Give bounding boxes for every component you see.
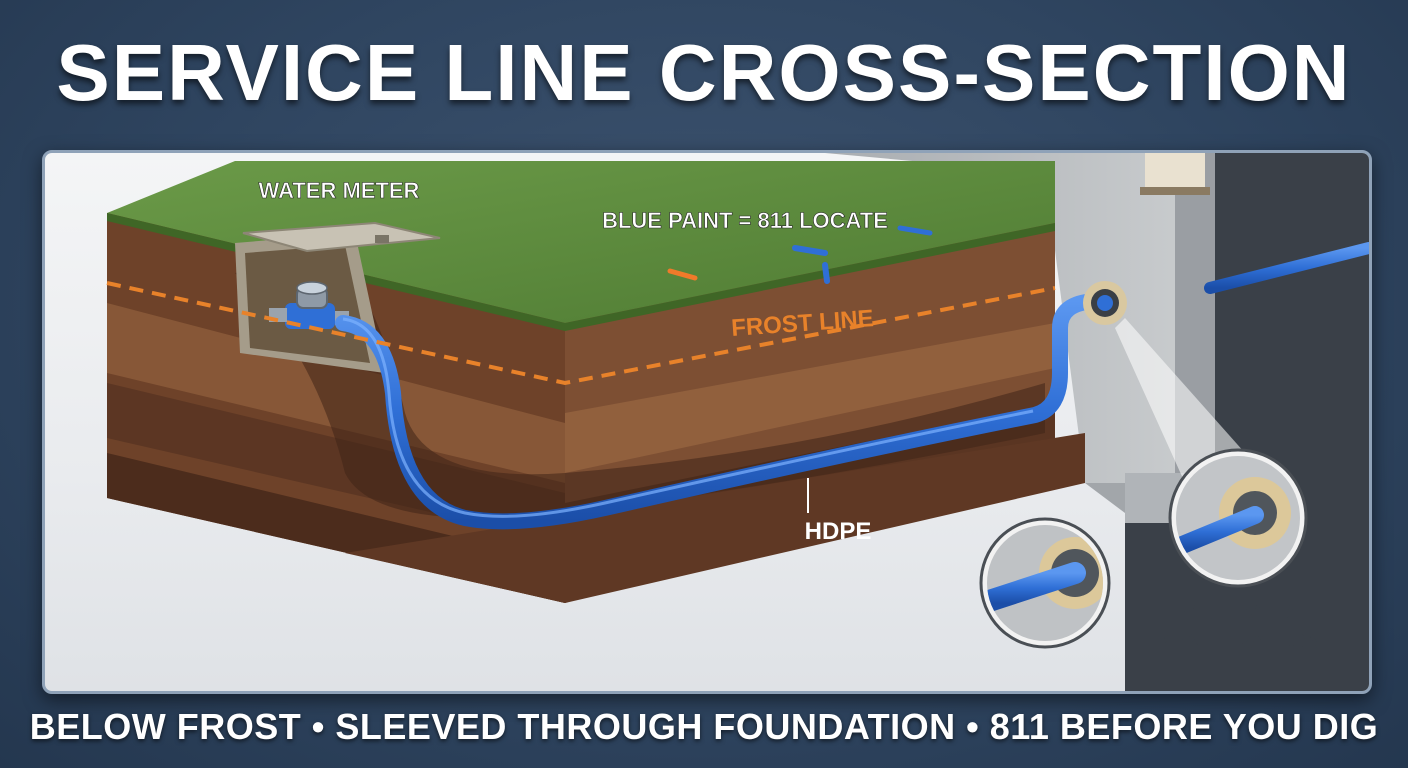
- water-meter-icon: [269, 281, 349, 329]
- hdpe-pipe: [335, 293, 1103, 530]
- detail-lens-right: [1168, 448, 1308, 588]
- grass-surface: [107, 161, 1055, 323]
- foundation-wall: [825, 153, 1369, 691]
- frost-line: [106, 281, 1056, 386]
- sleeved-penetration-label-line1: SLEEVED: [1182, 600, 1294, 627]
- sleeved-penetration-label-line2: PENETRATION: [1153, 628, 1323, 655]
- cross-section-illustration: WATER METER BLUE PAINT = 811 LOCATE FROS…: [106, 153, 1369, 691]
- diagram-panel: WATER METER BLUE PAINT = 811 LOCATE FROS…: [42, 150, 1372, 694]
- blue-paint-label: BLUE PAINT = 811 LOCATE: [602, 208, 888, 233]
- page-title: SERVICE LINE CROSS-SECTION: [56, 28, 1352, 117]
- hdpe-label: HDPE: [805, 518, 872, 545]
- water-meter-label: WATER METER: [259, 178, 420, 203]
- paint-mark-icon: [667, 225, 933, 284]
- footer-tagline: BELOW FROST • SLEEVED THROUGH FOUNDATION…: [29, 706, 1379, 747]
- detail-lens-left: [979, 517, 1111, 649]
- pipe-sleeve-icon: [1083, 281, 1127, 325]
